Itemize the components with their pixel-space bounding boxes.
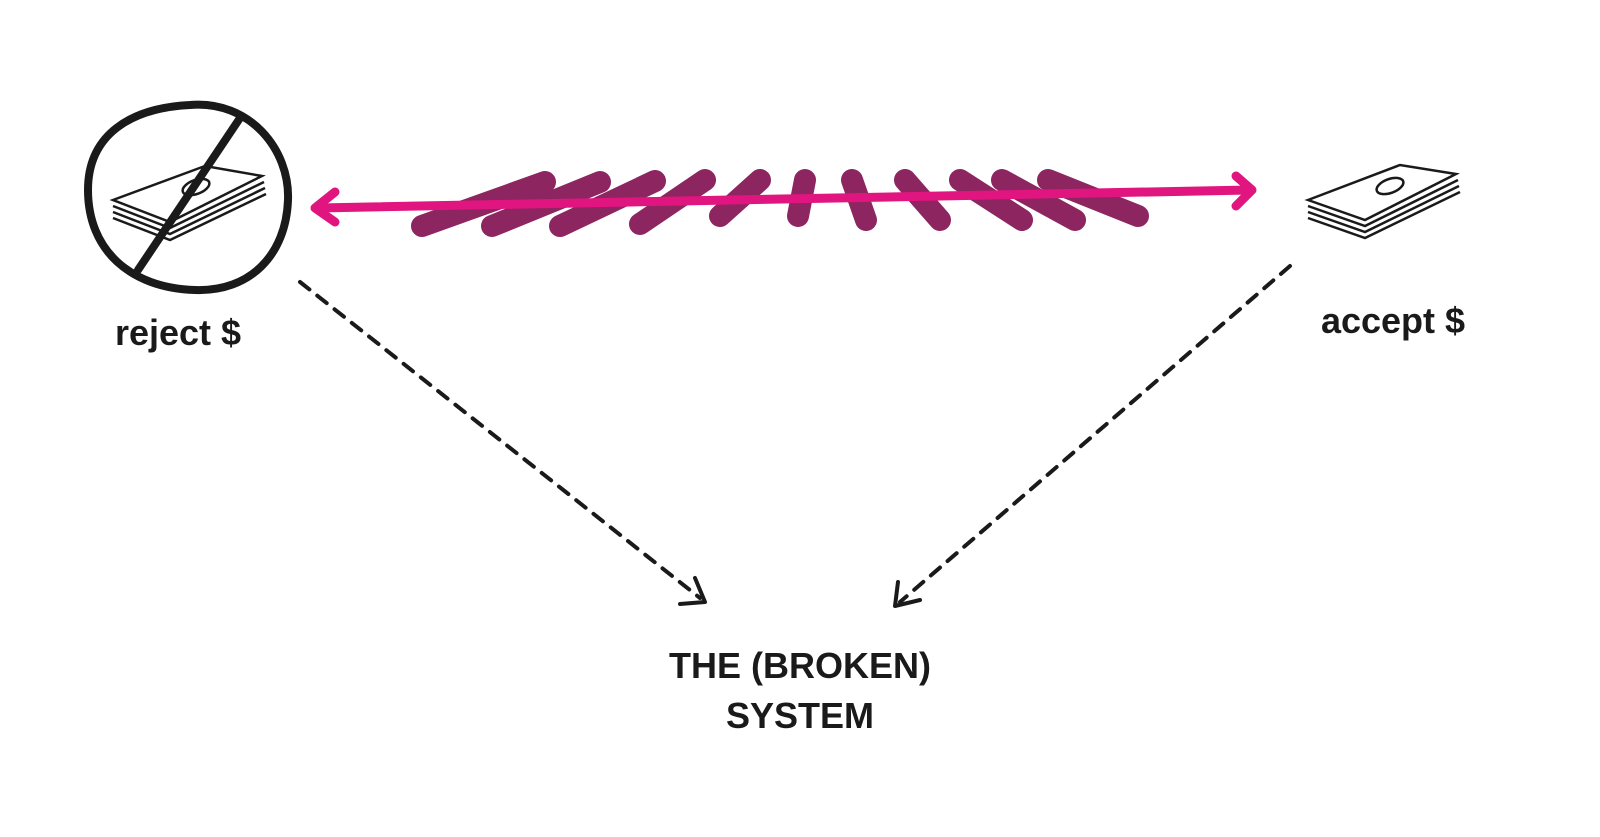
reject-label: reject $ bbox=[114, 312, 242, 353]
money-stack-icon bbox=[1304, 163, 1461, 240]
system-label-line1: THE (BROKEN) bbox=[669, 645, 931, 686]
dashed-arrows bbox=[298, 264, 1292, 608]
system-label-line2: SYSTEM bbox=[725, 695, 875, 736]
double-arrow bbox=[310, 171, 1257, 227]
money-stack-crossed-icon bbox=[83, 100, 293, 295]
accept-label: accept $ bbox=[1320, 300, 1466, 341]
